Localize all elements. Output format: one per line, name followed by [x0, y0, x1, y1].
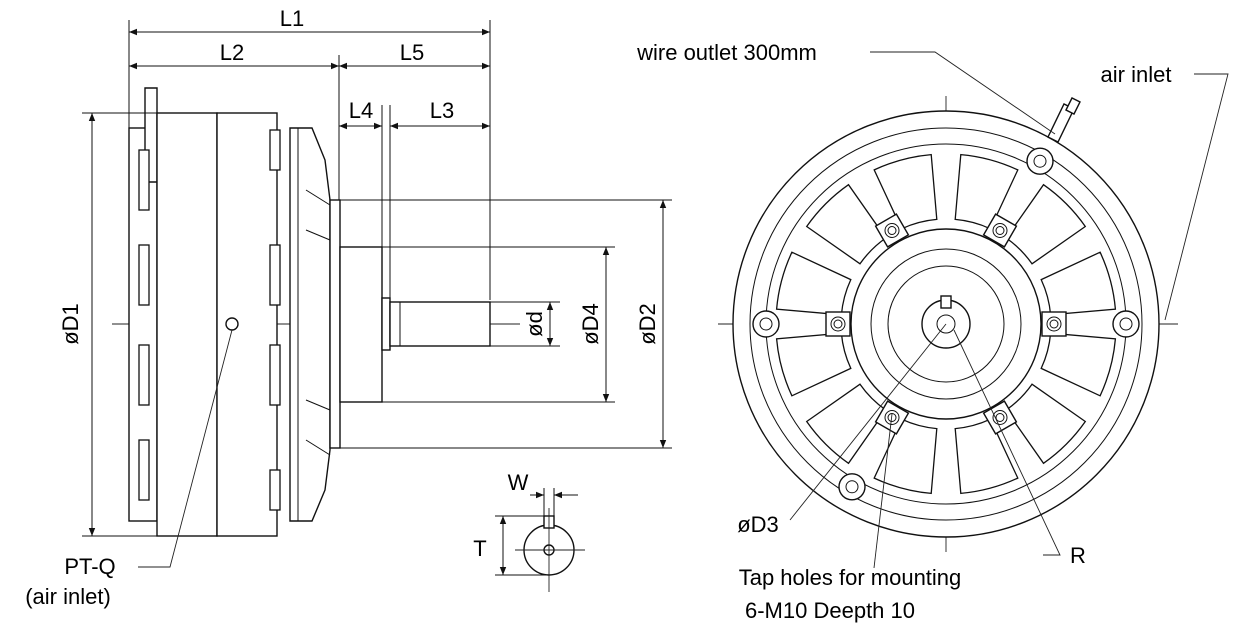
dim-D4: øD4: [578, 303, 603, 345]
mounting-hole: [759, 317, 773, 331]
pt-q-label: PT-Q: [64, 554, 115, 579]
vent-window: [954, 418, 1019, 495]
tap-holes-label-line2: 6-M10 Deepth 10: [745, 598, 915, 623]
vent-window: [1040, 332, 1117, 397]
dim-d: ød: [522, 311, 547, 337]
shaft-collar: [381, 297, 391, 351]
dim-R: R: [1070, 543, 1086, 568]
tap-hole: [995, 226, 1005, 235]
tap-hole: [1049, 319, 1059, 329]
mounting-hole: [1033, 154, 1047, 168]
dim-L2: L2: [220, 40, 244, 65]
vent-window: [775, 332, 852, 397]
tap-holes-label-line1: Tap holes for mounting: [739, 565, 962, 590]
dim-W: W: [508, 470, 529, 495]
dim-T: T: [473, 536, 486, 561]
shaft: [389, 301, 491, 347]
vent-window: [805, 383, 887, 465]
air-inlet-label: air inlet: [1101, 62, 1172, 87]
mounting-hole: [1119, 317, 1133, 331]
tap-hole: [833, 319, 843, 329]
dim-D2: øD2: [635, 303, 660, 345]
wire-outlet-label: wire outlet 300mm: [636, 40, 817, 65]
side-view: L1 L2 L5 L4 L3 øD1 ød øD4 øD2: [25, 6, 672, 609]
vent-window: [1005, 383, 1087, 465]
vent-window: [775, 251, 852, 316]
hub-flange: [329, 199, 341, 449]
mounting-hole: [845, 480, 859, 494]
vent-window: [1005, 183, 1087, 265]
pt-q-port: [225, 317, 239, 331]
tap-hole: [995, 413, 1005, 422]
vent-window: [873, 153, 938, 230]
shaft-section-view: W T: [473, 470, 585, 592]
dim-D3: øD3: [737, 512, 779, 537]
hub: [339, 246, 383, 403]
vent-window: [1040, 251, 1117, 316]
body-left: [156, 112, 218, 537]
tap-hole: [887, 413, 897, 422]
vent-window: [954, 153, 1019, 230]
dim-L3: L3: [430, 98, 454, 123]
dim-D1: øD1: [58, 303, 83, 345]
dim-L5: L5: [400, 40, 424, 65]
dim-L1: L1: [280, 6, 304, 31]
vent-window: [873, 418, 938, 495]
pt-q-sublabel: (air inlet): [25, 584, 111, 609]
tap-hole: [887, 226, 897, 235]
dim-L4: L4: [349, 98, 373, 123]
front-view: wire outlet 300mm air inlet øD3 R Tap ho…: [636, 40, 1229, 623]
fan-section: [289, 127, 331, 522]
vent-window: [805, 183, 887, 265]
